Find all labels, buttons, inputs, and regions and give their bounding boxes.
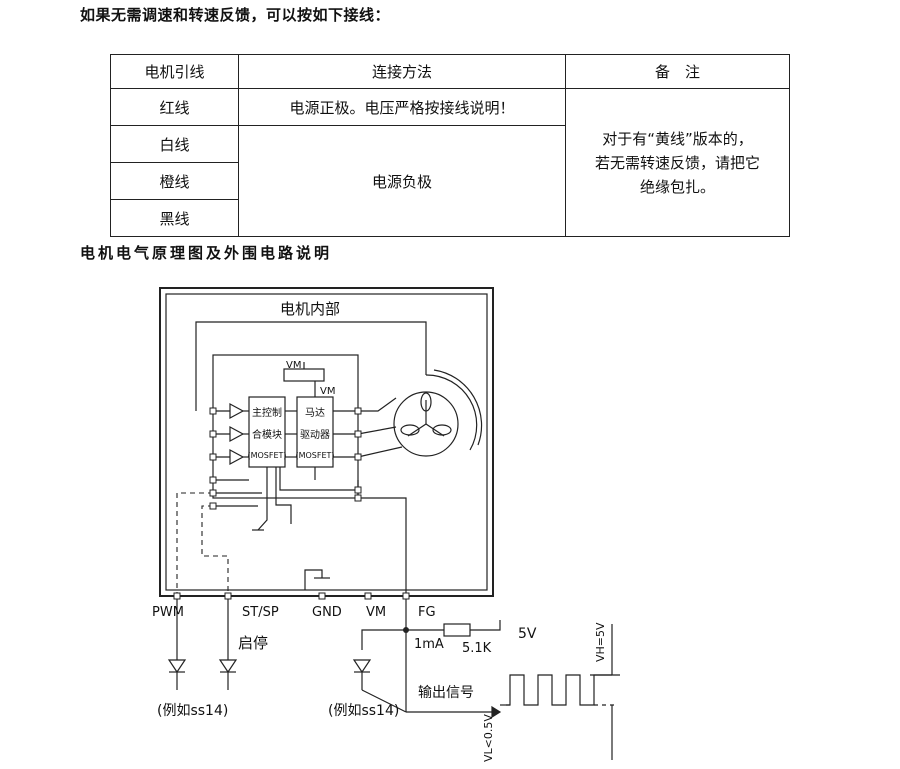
- table-row: 白线 电源负极: [110, 125, 790, 237]
- section-title: 电机电气原理图及外围电路说明: [80, 244, 333, 262]
- method-positive: 电源正极。电压严格按接线说明！: [238, 88, 566, 126]
- wire-white: 白线: [110, 125, 239, 163]
- diode-example-left: (例如ss14): [157, 703, 228, 719]
- wire-red: 红线: [110, 88, 239, 126]
- driver-line: 马达: [305, 407, 325, 419]
- note-line: 绝缘包扎。: [639, 177, 715, 196]
- pin-st-sp: ST/SP: [242, 605, 279, 620]
- vh-label: VH=5V: [594, 622, 607, 662]
- resistor-label: 5.1K: [462, 641, 492, 656]
- method-negative: 电源负极: [238, 125, 566, 237]
- header-method: 连接方法: [238, 54, 566, 89]
- driver-line: (MOSFET): [295, 451, 334, 460]
- vm-mid-label: VM: [320, 386, 335, 397]
- note-cell: 对于有“黄线”版本的， 若无需转速反馈，请把它 绝缘包扎。: [565, 88, 790, 237]
- pin-fg: FG: [418, 605, 436, 620]
- start-stop-label: 启停: [238, 634, 268, 652]
- note-line: 对于有“黄线”版本的，: [602, 129, 753, 148]
- pin-gnd: GND: [312, 605, 342, 620]
- output-signal-label: 输出信号: [418, 685, 474, 701]
- table-row: 黑线: [110, 199, 790, 237]
- wiring-table: 电机引线 连接方法 备 注 红线 电源正极。电压严格按接线说明！ 对于有“黄线”…: [110, 54, 790, 237]
- current-label: 1mA: [414, 637, 444, 652]
- table-row: 红线 电源正极。电压严格按接线说明！ 对于有“黄线”版本的， 若无需转速反馈，请…: [110, 88, 790, 237]
- pin-pwm: PWM: [152, 605, 184, 620]
- pin-vm: VM: [366, 605, 386, 620]
- wire-black: 黑线: [110, 199, 239, 237]
- diode-example-right: (例如ss14): [328, 703, 399, 719]
- vm-top-label: VM: [286, 360, 301, 371]
- note-line: 若无需转速反馈，请把它: [594, 153, 760, 172]
- controller-line: (MOSFET): [247, 451, 286, 460]
- header-wire: 电机引线: [110, 54, 239, 89]
- table-header-row: 电机引线 连接方法 备 注: [110, 54, 790, 89]
- motor-internal-label: 电机内部: [280, 300, 340, 318]
- controller-line: 主控制: [252, 406, 282, 419]
- intro-text: 如果无需调速和转速反馈，可以按如下接线：: [80, 6, 391, 24]
- supply-label: 5V: [518, 626, 537, 642]
- vl-label: VL<0.5V: [482, 714, 495, 762]
- header-note: 备 注: [565, 54, 790, 89]
- controller-line: 合模块: [252, 428, 282, 441]
- driver-line: 驱动器: [300, 429, 330, 441]
